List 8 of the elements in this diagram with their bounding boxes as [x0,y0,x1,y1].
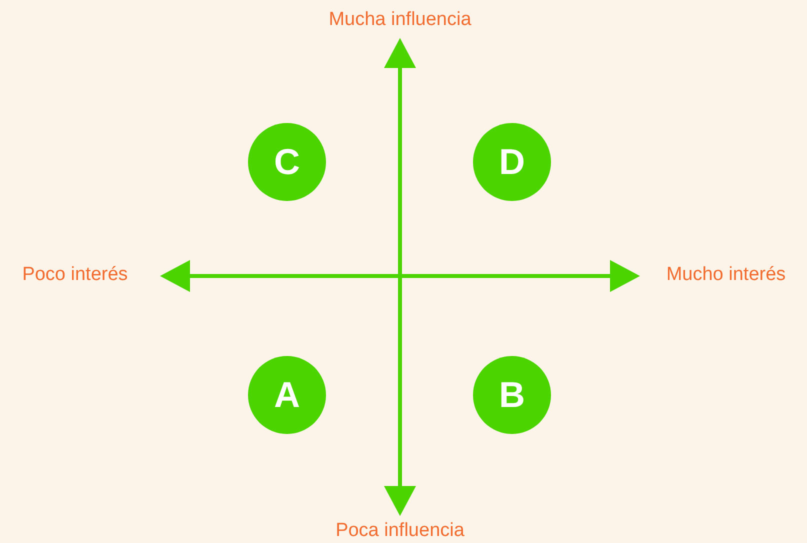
axis-label: Poco interés [22,264,128,286]
letter-circle: D [473,123,551,201]
axis-label: Poca influencia [336,520,464,542]
axis-label: Mucho interés [666,264,786,286]
letter-circle: B [473,356,551,434]
axis-label: Mucha influencia [328,9,472,31]
letter-circle: A [248,356,326,434]
letter-circle: C [248,123,326,201]
